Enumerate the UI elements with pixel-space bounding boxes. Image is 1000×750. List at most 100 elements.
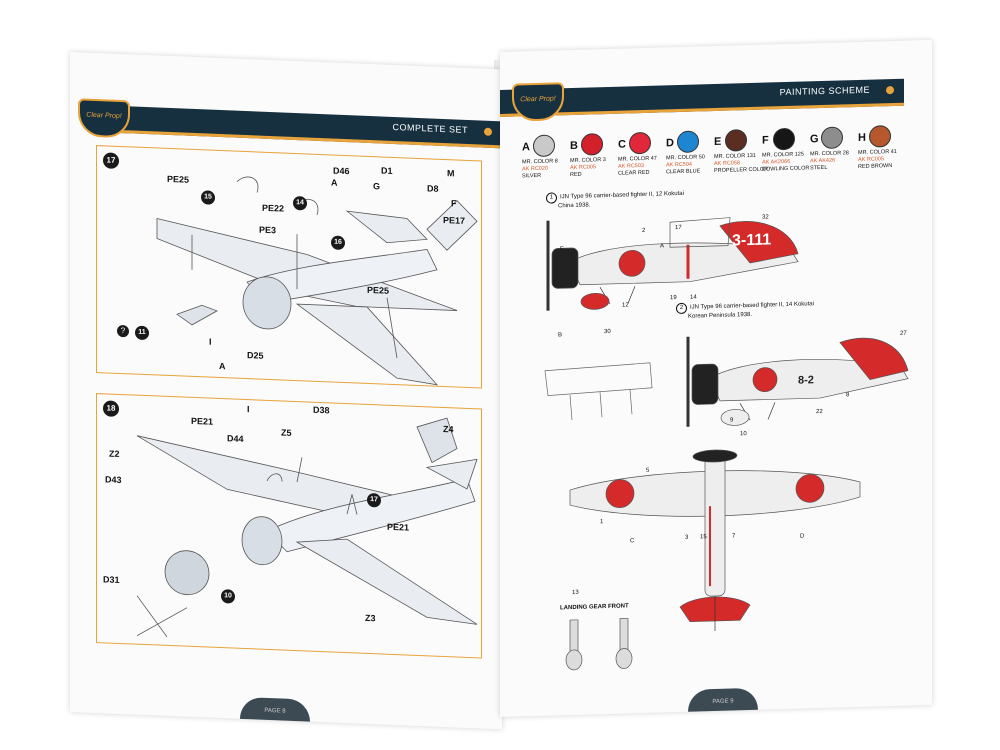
swatch-name: MR. COLOR 41 — [858, 148, 897, 157]
brand-logo-text: Clear Prop! — [520, 95, 556, 104]
part-label: Z3 — [365, 612, 376, 624]
sub-step-marker: 10 — [221, 589, 235, 604]
header-bar-left: COMPLETE SET — [100, 105, 502, 149]
header-dot-icon — [886, 85, 894, 95]
swatch-name: MR. COLOR 3 — [570, 157, 606, 165]
scheme-1-side-view: 3-111 — [546, 217, 799, 311]
part-label: A — [219, 360, 226, 372]
scheme-number: 2 — [676, 302, 687, 315]
part-label: D46 — [333, 165, 350, 177]
top-view-drawing — [569, 449, 861, 632]
page-number-tab: PAGE 9 — [688, 687, 758, 712]
callout-number: D — [800, 533, 805, 540]
swatch-description: CLEAR RED — [618, 169, 650, 177]
swatch-description: STEEL — [810, 164, 828, 172]
part-label: Z5 — [281, 427, 292, 438]
callout-number: 15 — [700, 534, 707, 541]
swatch-ak-code: AK RC504 — [666, 161, 692, 169]
callout-number: 14 — [690, 294, 697, 301]
part-label: I — [209, 336, 212, 347]
question-icon: ? — [117, 324, 129, 338]
scheme-2-side-view: 8-2 — [686, 336, 909, 427]
part-label: D43 — [105, 474, 122, 486]
color-swatch-icon — [533, 134, 555, 158]
sub-step-marker: 11 — [135, 325, 149, 341]
sub-step-marker: 15 — [201, 190, 215, 205]
part-label: D8 — [427, 183, 439, 194]
color-swatch-icon — [821, 126, 843, 150]
callout-number: 19 — [670, 295, 677, 302]
swatch-name: MR. COLOR 125 — [762, 151, 804, 159]
part-label: M — [447, 168, 455, 179]
brand-logo-text: Clear Prop! — [86, 111, 122, 121]
tail-code: 8-2 — [798, 374, 814, 386]
callout-number: 8 — [846, 392, 850, 399]
scheme-subtitle: Korean Peninsula 1938. — [688, 311, 753, 320]
part-label: D44 — [227, 433, 244, 444]
callout-number: 12 — [622, 302, 629, 309]
swatch-name: MR. COLOR 131 — [714, 152, 756, 161]
color-swatch-icon — [725, 129, 747, 152]
part-label: G — [373, 181, 381, 192]
header-title-right: PAINTING SCHEME — [779, 84, 870, 98]
page-number-tab: PAGE 8 — [240, 696, 310, 722]
page-number: PAGE 8 — [264, 707, 286, 715]
callout-number: C — [630, 538, 635, 545]
step-17-frame: 17 PE25 PE22 PE3 D46 A D1 G M D8 — [96, 145, 482, 389]
brand-logo: Clear Prop! — [512, 82, 564, 122]
swatch-ak-code: AK RC005 — [858, 156, 884, 164]
swatch-letter: D — [666, 137, 674, 150]
part-label: PE25 — [167, 173, 190, 185]
swatch-ak-code: AK RC005 — [570, 164, 596, 172]
part-label: D1 — [381, 165, 393, 176]
callout-number: B — [558, 332, 563, 339]
callout-number: A — [660, 243, 665, 250]
swatch-name: MR. COLOR 8 — [522, 158, 558, 166]
swatch-name: MR. COLOR 28 — [810, 150, 849, 158]
color-swatch-icon — [773, 127, 795, 151]
swatch-description: PROPELLER COLOR — [714, 166, 769, 175]
color-swatch-icon — [869, 125, 891, 148]
callout-number: 17 — [675, 224, 682, 232]
callout-number: 2 — [642, 227, 646, 235]
callout-number: 9 — [730, 417, 734, 424]
sub-step-marker: 16 — [331, 235, 345, 251]
swatch-letter: F — [762, 134, 769, 147]
header-dot-icon — [484, 127, 492, 136]
left-page: COMPLETE SET Clear Prop! 17 PE25 PE22 — [70, 52, 502, 730]
sub-step-marker: 14 — [293, 195, 307, 211]
swatch-ak-code: AK RC020 — [522, 165, 548, 173]
swatch-letter: C — [618, 138, 626, 151]
plane-assembly-diagram-18 — [136, 417, 478, 638]
swatch-ak-code: AK AK2066 — [762, 158, 791, 166]
swatch-ak-code: AK AK426 — [810, 157, 836, 165]
swatch-ak-code: AK RC503 — [618, 162, 644, 170]
part-label: I — [247, 404, 250, 415]
callout-number: 22 — [816, 408, 823, 416]
color-swatch-icon — [629, 131, 651, 155]
callout-number: 32 — [762, 214, 769, 221]
part-label: PE3 — [259, 224, 277, 236]
color-swatch-icon — [581, 133, 603, 156]
swatch-letter: B — [570, 139, 578, 153]
step-18-frame: 18 PE21 D44 I Z5 D38 Z4 Z2 D43 PE21 D — [96, 393, 482, 659]
landing-gear-drawing — [565, 618, 633, 671]
page-number: PAGE 9 — [712, 698, 734, 706]
swatch-name: MR. COLOR 50 — [666, 154, 705, 162]
callout-number: 10 — [740, 431, 747, 438]
header-title-left: COMPLETE SET — [392, 121, 468, 135]
tail-code: 3-111 — [732, 231, 771, 249]
part-label: PE21 — [191, 415, 214, 427]
callout-number: 5 — [646, 467, 650, 474]
callout-number: 30 — [604, 328, 611, 336]
callout-number: 7 — [732, 533, 736, 540]
swatch-description: RED BROWN — [858, 163, 893, 171]
part-label: Z2 — [109, 448, 120, 459]
swatch-letter: G — [810, 133, 819, 146]
